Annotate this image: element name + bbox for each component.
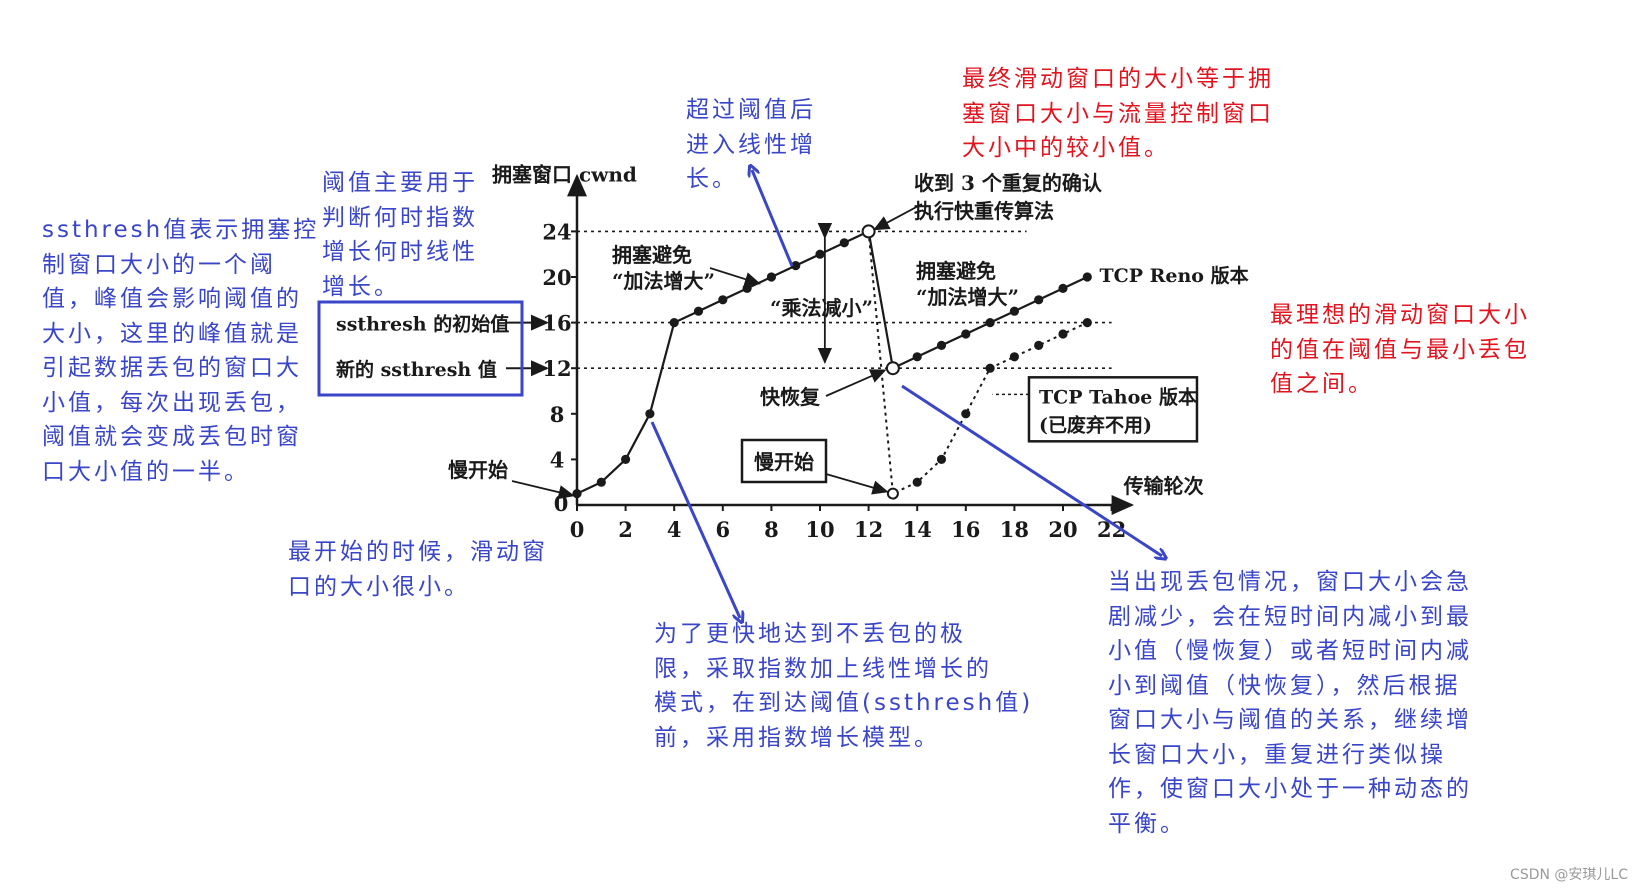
x-tick-label: 4: [667, 517, 682, 542]
ssthresh-meaning-note: ssthresh值表示拥塞控 制窗口大小的一个阈 值，峰值会影响阈值的 大小，这…: [42, 217, 320, 485]
data-point: [669, 318, 679, 328]
slow-start-arrow: [511, 480, 575, 500]
growth-mode-note: 为了更快地达到不丢包的极 限，采取指数加上线性增长的 模式，在到达阈值(ssth…: [654, 621, 1034, 751]
slow-start-boxed-arrow: [825, 473, 889, 495]
fast-recovery-arrow: [825, 369, 887, 397]
data-point: [1082, 272, 1092, 282]
series-line-0: [576, 229, 1088, 495]
data-point: [621, 454, 631, 464]
x-tick-label: 12: [854, 517, 883, 542]
data-point: [839, 238, 849, 248]
x-tick-label: 8: [764, 517, 779, 542]
data-point: [936, 454, 947, 464]
series-line-1: [867, 231, 1088, 496]
data-point: [985, 363, 995, 373]
slow-start-box: [740, 438, 828, 484]
data-point: [815, 249, 825, 259]
triple-ack-arrow: [873, 203, 923, 231]
data-point: [1034, 295, 1044, 305]
x-tick-label: 10: [805, 517, 834, 542]
data-point: [961, 409, 971, 419]
final-window-note: 最终滑动窗口的大小等于拥 塞窗口大小与流量控制窗口 大小中的较小值。: [962, 66, 1274, 161]
data-point: [791, 261, 801, 271]
series-name-tahoe: TCP Tahoe 版本(已废弃不用): [1039, 385, 1197, 436]
y-tick-label: 24: [542, 219, 571, 244]
data-point: [1034, 340, 1044, 350]
fast-recovery-point: [885, 361, 900, 376]
y-tick-label: 4: [550, 447, 565, 472]
data-point: [985, 318, 995, 328]
x-tick-label: 14: [903, 517, 932, 542]
y-tick-label: 8: [550, 402, 565, 427]
threshold-purpose-note: 阈值主要用于 判断何时指数 增长何时线性 增长。: [322, 170, 478, 300]
label-congestion-avoid-1: 拥塞避免“加法增大”: [612, 243, 715, 293]
label-multiplicative-decrease: “乘法减小”: [770, 296, 873, 320]
tahoe-label-box: [1027, 376, 1199, 443]
start-small-note: 最开始的时候，滑动窗 口的大小很小。: [288, 539, 548, 600]
data-point: [742, 283, 752, 293]
series-name-reno: TCP Reno 版本: [1099, 264, 1248, 287]
data-point: [1058, 329, 1068, 339]
label-triple-ack: 收到 3 个重复的确认执行快重传算法: [914, 171, 1103, 223]
threshold-label-16: ssthresh 的初始值: [336, 313, 509, 336]
data-point: [718, 295, 728, 305]
data-point: [596, 477, 606, 487]
slow-start-restart-point: [886, 487, 899, 500]
data-point: [1082, 318, 1092, 328]
label-fast-recovery: 快恢复: [760, 385, 821, 409]
data-point: [766, 272, 777, 282]
congestion-avoid-1-arrow: [709, 267, 761, 287]
data-point: [645, 409, 655, 419]
ideal-window-note: 最理想的滑动窗口大小 的值在阈值与最小丢包 值之间。: [1270, 302, 1530, 397]
label-congestion-avoid-2: 拥塞避免“加法增大”: [916, 259, 1019, 309]
label-slow-start: 慢开始: [448, 458, 508, 482]
x-tick-label: 18: [1000, 517, 1029, 542]
data-point: [693, 306, 704, 316]
x-tick-label: 20: [1048, 517, 1077, 542]
peak-point: [861, 224, 876, 239]
data-point: [961, 329, 971, 339]
data-point: [1009, 352, 1020, 362]
y-axis-label: 拥塞窗口 cwnd: [492, 162, 637, 186]
blue-arrow-linear: [752, 170, 794, 267]
threshold-label-12: 新的 ssthresh 值: [336, 358, 497, 381]
loss-behavior-note: 当出现丢包情况，窗口大小会急 剧减少，会在短时间内减小到最 小值（慢恢复）或者短…: [1108, 569, 1472, 837]
over-threshold-note: 超过阈值后 进入线性增 长。: [686, 97, 816, 192]
label-slow-start-boxed: 慢开始: [754, 450, 814, 474]
threshold-highlight-box: [317, 300, 524, 397]
y-tick-label: 20: [542, 265, 571, 290]
blue-arrow-exponential: [650, 421, 740, 618]
watermark: CSDN @安琪儿LC: [1510, 867, 1628, 883]
x-tick-label: 2: [618, 517, 633, 542]
x-tick-label: 6: [715, 517, 730, 542]
x-tick-label: 16: [951, 517, 980, 542]
data-point: [936, 340, 947, 350]
x-tick-label: 0: [570, 517, 585, 542]
data-point: [1009, 306, 1020, 316]
data-point: [912, 477, 922, 487]
data-point: [572, 489, 582, 499]
x-axis-label: 传输轮次: [1123, 474, 1204, 498]
data-point: [1058, 283, 1068, 293]
blue-arrow-loss: [901, 384, 1162, 556]
data-point: [912, 352, 922, 362]
